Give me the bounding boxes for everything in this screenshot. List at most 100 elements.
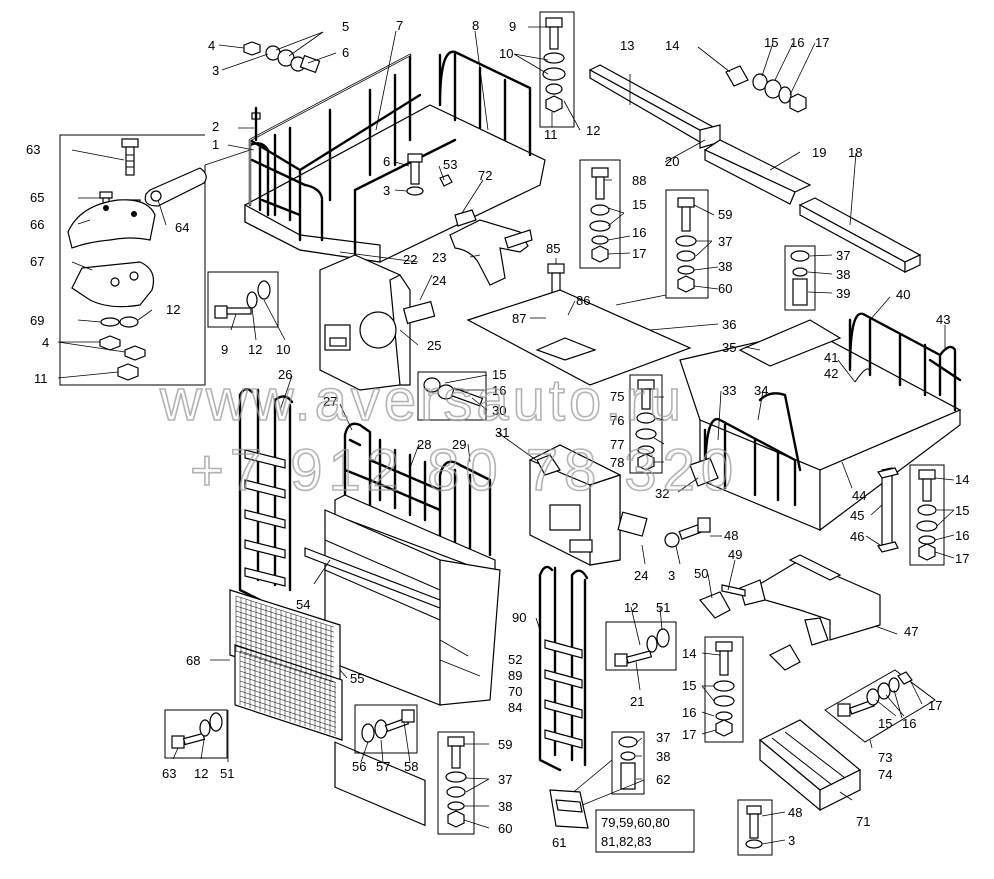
callout-77: 77 [610,437,624,452]
callout-13: 13 [620,38,634,53]
callout-27: 27 [323,394,337,409]
bolt-column-9-12 [539,11,575,128]
callout-87: 87 [512,311,526,326]
ladder-90 [538,565,589,772]
callout-26: 26 [278,367,292,382]
callout-38c: 38 [498,799,512,814]
callout-12c: 12 [248,342,262,357]
callout-45: 45 [850,508,864,523]
callout-16: 16 [790,35,804,50]
bolt-column-37-62 [569,731,645,809]
callout-61: 61 [552,835,566,850]
callout-54: 54 [296,597,310,612]
callout-73: 73 [878,750,892,765]
mount-23 [449,209,533,286]
callout-48b: 48 [788,805,802,820]
callout-31: 31 [495,425,509,440]
callout-12b: 12 [166,302,180,317]
callout-11b: 11 [34,371,48,386]
callout-55: 55 [350,671,364,686]
watermark-site: www.aversauto.ru [159,368,685,433]
callout-59: 59 [718,207,732,222]
callout-11: 11 [544,127,558,142]
bolt-column-59-60 [615,189,709,306]
callout-38d: 38 [656,749,670,764]
panel-25 [319,254,436,391]
kit-note-line-2: 81,82,83 [601,834,652,849]
frame-47 [721,554,881,646]
callout-24: 24 [432,273,446,288]
callout-84: 84 [508,700,522,715]
fasteners-15-30 [417,371,487,421]
callout-62: 62 [656,772,670,787]
callout-41: 41 [824,350,838,365]
bracket-50 [699,591,731,619]
callout-16b: 16 [632,225,646,240]
callout-17e: 17 [682,727,696,742]
callout-15f: 15 [878,716,892,731]
callout-69: 69 [30,313,44,328]
callout-88: 88 [632,173,646,188]
callout-85: 85 [546,241,560,256]
callout-68: 68 [186,653,200,668]
callout-14: 14 [665,38,679,53]
callout-labels: 1 2 3 4 5 6 7 8 9 10 11 12 63 64 65 66 6… [26,18,969,850]
callout-16e: 16 [682,705,696,720]
callout-74: 74 [878,767,892,782]
callout-43: 43 [936,312,950,327]
callout-15e: 15 [682,678,696,693]
callout-14b: 14 [955,472,969,487]
callout-76: 76 [610,413,624,428]
callout-50: 50 [694,566,708,581]
callout-89: 89 [508,668,522,683]
kit-note-line-1: 79,59,60,80 [601,815,670,830]
fasteners-6-53 [406,153,453,196]
fasteners-15-17b [824,669,936,743]
callout-48: 48 [724,528,738,543]
callout-53: 53 [443,157,457,172]
callout-17d: 17 [955,551,969,566]
clamp-66 [67,199,156,249]
callout-49: 49 [728,547,742,562]
callout-4b: 4 [42,335,49,350]
callout-22: 22 [403,252,417,267]
callout-72: 72 [478,168,492,183]
callout-10: 10 [499,46,513,61]
callout-37c: 37 [498,772,512,787]
callout-1: 1 [212,137,219,152]
callout-12: 12 [586,123,600,138]
callout-71: 71 [856,814,870,829]
callout-18: 18 [848,145,862,160]
callout-3c: 3 [668,568,675,583]
callout-9: 9 [509,19,516,34]
callout-66: 66 [30,217,44,232]
bolt-48-bottom [737,799,773,856]
callout-4: 4 [208,38,215,53]
fasteners-63-51 [164,709,228,759]
callout-17f: 17 [928,698,942,713]
callout-30: 30 [492,403,506,418]
callout-40: 40 [896,287,910,302]
callout-52: 52 [508,652,522,667]
callout-58: 58 [404,759,418,774]
fasteners-56-58 [354,704,418,754]
ladder-26 [238,387,294,602]
main-platform [244,50,546,264]
callout-8: 8 [472,18,479,33]
box-31 [528,444,622,566]
bolt-column-75-78 [629,374,663,474]
callout-75: 75 [610,389,624,404]
callout-60: 60 [718,281,732,296]
callout-12d: 12 [624,600,638,615]
callout-28: 28 [417,437,431,452]
callout-78: 78 [610,455,624,470]
plate-36 [466,289,692,386]
callout-15c: 15 [492,367,506,382]
callout-57: 57 [376,759,390,774]
callout-16c: 16 [492,383,506,398]
grilles [229,589,343,741]
callout-3d: 3 [788,833,795,848]
callout-35: 35 [722,340,736,355]
